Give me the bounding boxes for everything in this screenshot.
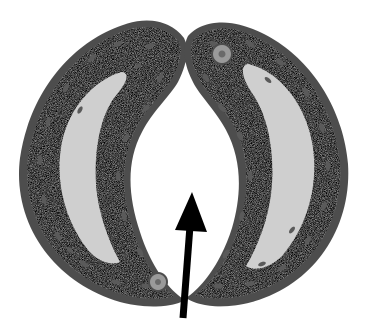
right-nucleus (212, 44, 232, 64)
left-nucleus (149, 273, 167, 291)
